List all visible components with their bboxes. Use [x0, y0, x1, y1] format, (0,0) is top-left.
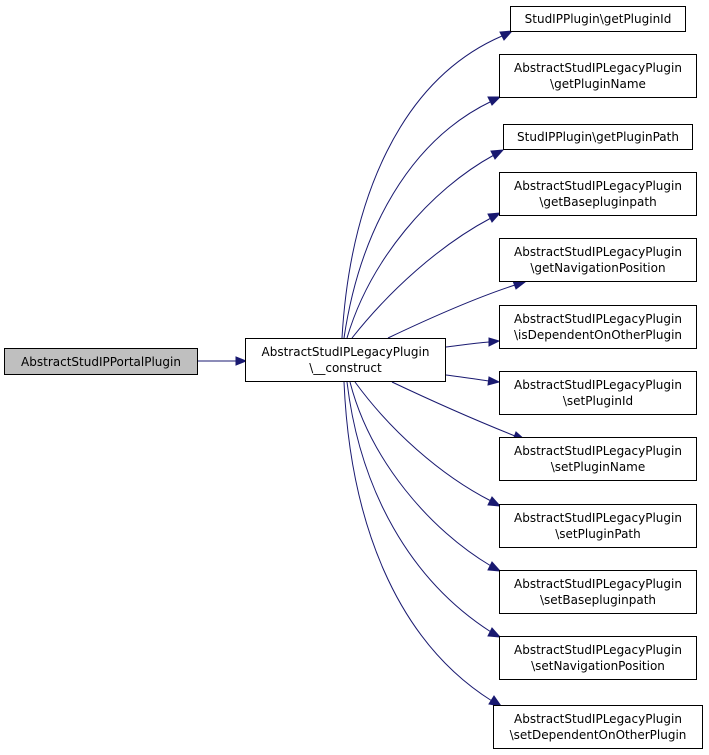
node-label-line2: \setNavigationPosition — [531, 659, 665, 673]
node-label-line1: AbstractStudIPLegacyPlugin — [514, 378, 682, 392]
node-is-dependent-on-other-plugin[interactable]: AbstractStudIPLegacyPlugin \isDependentO… — [499, 305, 697, 349]
node-label-line1: AbstractStudIPLegacyPlugin — [514, 312, 682, 326]
edge-root-to-construct-arrowhead — [235, 356, 248, 366]
node-label-line1: StudIPPlugin\getPluginPath — [517, 130, 679, 144]
node-label-line2: \getNavigationPosition — [530, 261, 666, 275]
node-label-line1: AbstractStudIPLegacyPlugin — [514, 712, 682, 726]
node-get-plugin-path[interactable]: StudIPPlugin\getPluginPath — [503, 124, 693, 150]
edge-to-isDependentOnOtherPlugin — [445, 341, 490, 348]
edge-to-getPluginPath — [346, 154, 495, 339]
edge-to-setPluginId-arrowhead — [487, 376, 501, 386]
node-construct[interactable]: AbstractStudIPLegacyPlugin \__construct — [245, 338, 446, 382]
node-label: AbstractStudIPPortalPlugin — [21, 354, 181, 369]
edge-to-getNavigationPosition — [387, 284, 516, 339]
node-label-line2: \setPluginName — [550, 460, 646, 474]
node-label-line1: AbstractStudIPLegacyPlugin — [514, 444, 682, 458]
node-label-line2: \getBasepluginpath — [539, 195, 657, 209]
node-get-navigation-position[interactable]: AbstractStudIPLegacyPlugin \getNavigatio… — [499, 238, 697, 282]
node-label-line1: StudIPPlugin\getPluginId — [524, 12, 672, 26]
node-get-plugin-id[interactable]: StudIPPlugin\getPluginId — [510, 6, 686, 32]
edge-to-setPluginName — [391, 381, 516, 437]
edge-to-getPluginName — [343, 100, 493, 339]
node-label-line2: \setDependentOnOtherPlugin — [509, 728, 687, 742]
edge-to-getPluginName-arrowhead — [487, 96, 502, 106]
edge-to-setPluginPath — [354, 381, 492, 502]
edge-to-setBasepluginpath-arrowhead — [487, 561, 502, 572]
edge-to-getPluginPath-arrowhead — [490, 149, 505, 160]
node-label-line1: AbstractStudIPLegacyPlugin — [514, 245, 682, 259]
edge-to-setPluginPath-arrowhead — [487, 496, 502, 507]
node-label-line2: \setBasepluginpath — [540, 593, 656, 607]
node-label-line1: AbstractStudIPLegacyPlugin — [514, 643, 682, 657]
node-label-line1: AbstractStudIPLegacyPlugin — [514, 511, 682, 525]
edge-to-getNavigationPosition-arrowhead — [512, 280, 527, 290]
node-get-basepluginpath[interactable]: AbstractStudIPLegacyPlugin \getBaseplugi… — [499, 172, 697, 216]
node-abstract-studip-portal-plugin: AbstractStudIPPortalPlugin — [4, 348, 198, 375]
edge-to-getPluginId-arrowhead — [499, 30, 514, 41]
node-label-line1: AbstractStudIPLegacyPlugin — [514, 179, 682, 193]
node-label-line2: \isDependentOnOtherPlugin — [513, 328, 683, 342]
edge-to-setPluginId — [445, 374, 490, 382]
node-set-navigation-position[interactable]: AbstractStudIPLegacyPlugin \setNavigatio… — [499, 636, 697, 680]
edge-to-setNavigationPosition-arrowhead — [487, 627, 502, 638]
node-get-plugin-name[interactable]: AbstractStudIPLegacyPlugin \getPluginNam… — [499, 54, 697, 98]
node-set-dependent-on-other-plugin[interactable]: AbstractStudIPLegacyPlugin \setDependent… — [493, 705, 703, 749]
node-set-plugin-name[interactable]: AbstractStudIPLegacyPlugin \setPluginNam… — [499, 437, 697, 481]
node-set-plugin-path[interactable]: AbstractStudIPLegacyPlugin \setPluginPat… — [499, 504, 697, 548]
edge-to-getBasepluginpath — [351, 217, 492, 339]
node-label-line2: \setPluginId — [562, 394, 634, 408]
edge-to-isDependentOnOtherPlugin-arrowhead — [488, 337, 501, 347]
edge-to-getPluginId — [341, 35, 503, 339]
node-label-line2: \setPluginPath — [555, 527, 641, 541]
node-label-line1: AbstractStudIPLegacyPlugin — [514, 577, 682, 591]
node-set-plugin-id[interactable]: AbstractStudIPLegacyPlugin \setPluginId — [499, 371, 697, 415]
node-label-line1: AbstractStudIPLegacyPlugin — [514, 61, 682, 75]
edge-to-setDependentOnOtherPlugin — [343, 381, 493, 702]
node-label-line2: \getPluginName — [550, 77, 646, 91]
node-label-line1: AbstractStudIPLegacyPlugin — [261, 345, 430, 359]
edge-to-getBasepluginpath-arrowhead — [487, 212, 502, 223]
node-label-line2: \__construct — [309, 361, 382, 375]
edge-to-setBasepluginpath — [349, 381, 492, 567]
edge-to-setNavigationPosition — [346, 381, 492, 633]
node-set-basepluginpath[interactable]: AbstractStudIPLegacyPlugin \setBaseplugi… — [499, 570, 697, 614]
